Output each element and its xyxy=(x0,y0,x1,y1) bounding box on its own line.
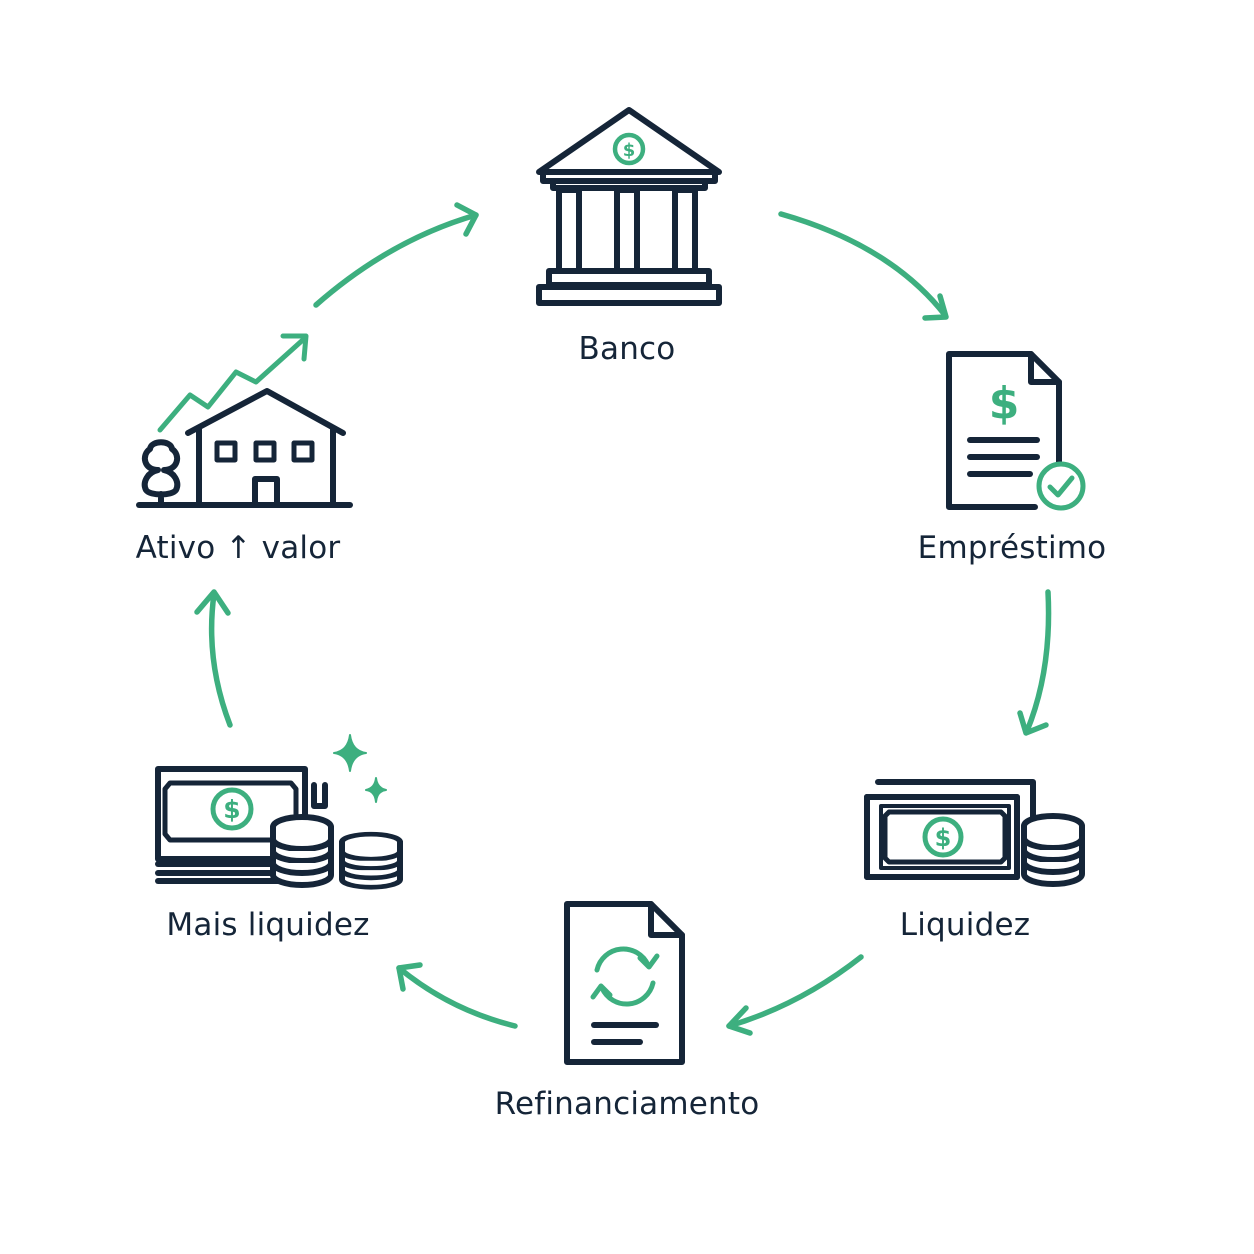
arrow-loan-to-liquidity xyxy=(1017,589,1052,736)
node-label-bank: Banco xyxy=(578,331,676,367)
node-label-more-liquidity: Mais liquidez xyxy=(166,907,370,943)
arrow-liquidity-to-refinancing xyxy=(726,954,864,1036)
svg-text:$: $ xyxy=(623,140,636,161)
arrow-more-liquidity-to-asset xyxy=(194,589,233,728)
svg-text:$: $ xyxy=(223,795,240,824)
sparkle-icon xyxy=(333,734,367,772)
node-label-liquidity: Liquidez xyxy=(899,907,1031,943)
node-label-refinancing: Refinanciamento xyxy=(494,1086,760,1122)
arrow-bank-to-loan xyxy=(778,211,949,321)
trend-up-icon xyxy=(157,333,309,433)
arrow-asset-to-bank xyxy=(313,202,479,308)
node-label-loan: Empréstimo xyxy=(917,530,1107,566)
svg-text:$: $ xyxy=(989,378,1020,429)
loan-document-icon: $ xyxy=(946,351,1086,511)
bank-icon: $ xyxy=(536,107,722,306)
refinance-document-icon xyxy=(564,901,685,1065)
node-label-asset: Ativo ↑ valor xyxy=(135,530,341,566)
arrow-refinancing-to-more-liquidity xyxy=(396,962,518,1029)
cash-and-coins-icon: $ xyxy=(864,779,1082,884)
house-appreciation-icon xyxy=(136,333,353,508)
more-cash-and-coins-icon: $ xyxy=(155,734,400,887)
sparkle-icon xyxy=(365,777,387,803)
svg-text:$: $ xyxy=(935,824,952,852)
